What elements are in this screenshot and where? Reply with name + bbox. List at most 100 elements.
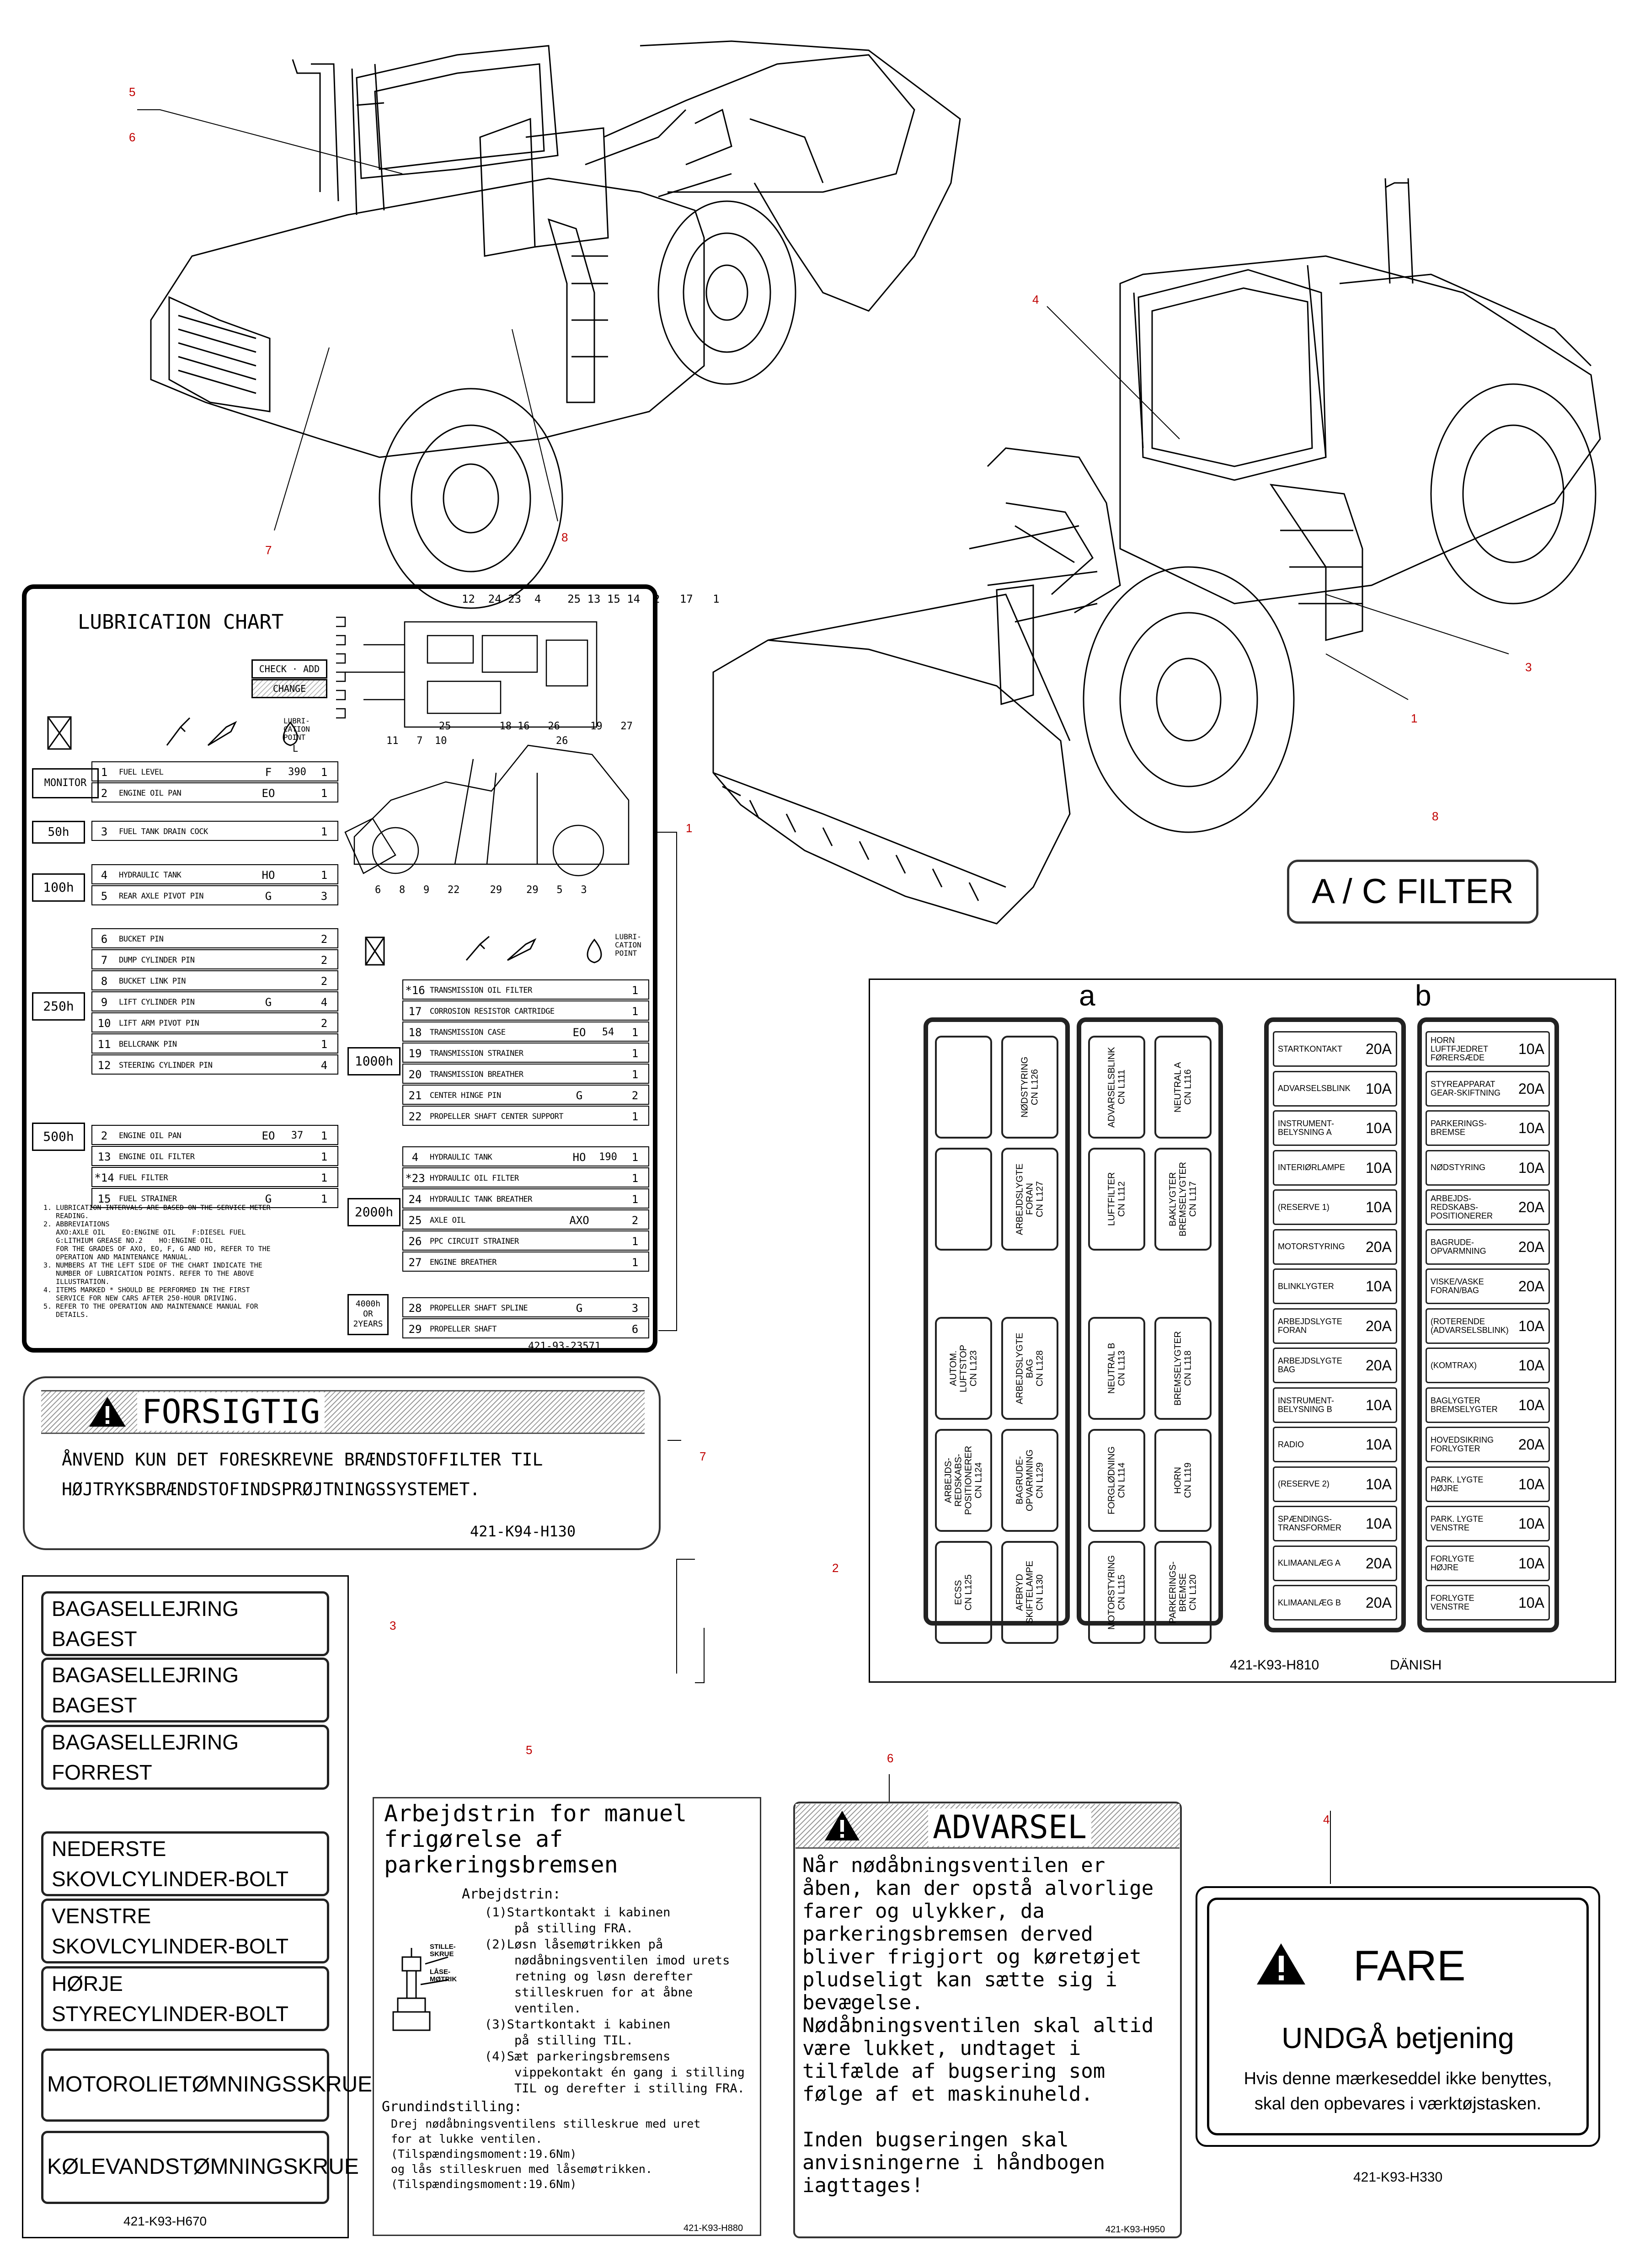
grease-part-no: 421-K93-H670	[123, 2214, 207, 2228]
relay-slot: ARBEJDSLYGTE FORAN CN L127	[1001, 1148, 1058, 1251]
lube-row-point: 3	[320, 890, 328, 903]
diagram-low-numbers: 11 7 10 26	[386, 735, 568, 747]
brake-part-no: 421-K93-H880	[684, 2223, 743, 2233]
fuse-amp: 10A	[1518, 1515, 1544, 1532]
fare-inner-border	[1207, 1898, 1589, 2135]
lube-row-number: 18	[408, 1026, 422, 1039]
interval-250h: 250h	[32, 992, 85, 1021]
fuse-name: ARBEJDS- REDSKABS- POSITIONERER	[1431, 1193, 1493, 1220]
relay-slot: ARBEJDS- REDSKABS- POSITIONERER CN L124	[935, 1429, 992, 1532]
fuse-name: RADIO	[1278, 1439, 1304, 1449]
relay-slot: BAGRUDE- OPVARMNING CN L129	[1001, 1429, 1058, 1532]
fare-part-no: 421-K93-H330	[1353, 2170, 1443, 2185]
lube-row-point: 1	[320, 1150, 328, 1163]
fuse-amp: 20A	[1366, 1041, 1392, 1057]
fuse-amp: 10A	[1366, 1159, 1392, 1176]
brake-steps: (1)Startkontakt i kabinen på stilling FR…	[485, 1905, 745, 2096]
fuse-amp: 20A	[1518, 1436, 1544, 1453]
lube-notes: 1. LUBRICATION INTERVALS ARE BASED ON TH…	[43, 1204, 271, 1319]
lube-row-name: TRANSMISSION BREATHER	[430, 1070, 523, 1079]
lube-row-name: HYDRAULIC TANK	[430, 1153, 492, 1162]
relay-slot: AFBRYD SKIFTELAMPE CN L130	[1001, 1541, 1058, 1644]
lube-col-l: L	[293, 743, 299, 754]
fuse-block-a1	[924, 1017, 1070, 1626]
relay-label: BREMSELYGTER CN L118	[1173, 1331, 1193, 1406]
relay-slot: FORGLØDNING CN L114	[1088, 1429, 1145, 1532]
advarsel-label	[793, 1802, 1182, 2238]
fuse-amp: 10A	[1366, 1396, 1392, 1413]
grease-labels-sheet	[22, 1575, 349, 2238]
relay-label: ECSS CN L125	[953, 1574, 974, 1610]
relay-label: FORGLØDNING CN L114	[1106, 1446, 1127, 1514]
lube-row-code: EO	[572, 1026, 586, 1039]
fuse-name: (RESERVE 1)	[1278, 1202, 1330, 1212]
laase-label: LÅSE- MØTRIK	[430, 1968, 457, 1983]
fuse-name: PARK. LYGTE HØJRE	[1431, 1475, 1484, 1493]
callout-1-lube: 1	[686, 821, 693, 835]
lube-row-number: 26	[408, 1235, 422, 1248]
fuse-name: BAGRUDE- OPVARMNING	[1431, 1237, 1486, 1256]
lube-row-name: HYDRAULIC TANK BREATHER	[430, 1195, 532, 1204]
leader-lines	[137, 109, 1509, 1884]
lube-row-qty: 37	[291, 1130, 304, 1141]
fuse-label-b: b	[1415, 979, 1431, 1012]
callout-8-top: 8	[561, 530, 568, 544]
fuse-name: ARBEJDSLYGTE FORAN	[1278, 1316, 1342, 1335]
loader-rear-view	[150, 40, 961, 609]
lube-row-point: 2	[631, 1089, 639, 1102]
fuse-amp: 10A	[1366, 1120, 1392, 1136]
fuse-amp: 20A	[1366, 1317, 1392, 1334]
lube-row-number: 2	[101, 1129, 108, 1142]
lube-row-code: HO	[572, 1151, 586, 1164]
parking-brake-label	[373, 1797, 761, 2236]
fuse-name: BAGLYGTER BREMSELYGTER	[1431, 1396, 1498, 1414]
lube-row-point: 1	[320, 869, 328, 882]
relay-label: AFBRYD SKIFTELAMPE CN L130	[1015, 1561, 1045, 1624]
relay-slot: NEUTRAL B CN L113	[1088, 1317, 1145, 1420]
lube-row-name: CORROSION RESISTOR CARTRIDGE	[430, 1007, 555, 1016]
forsigtig-line2: HØJTRYKSBRÆNDSTOFINDSPRØJTNINGSSYSTEMET.	[62, 1479, 481, 1499]
relay-slot	[935, 1036, 992, 1139]
relay-label: NEUTRAL A CN L116	[1173, 1062, 1193, 1113]
lube-row-name: ENGINE BREATHER	[430, 1258, 497, 1267]
fuse-amp: 10A	[1518, 1041, 1544, 1057]
fuse-block-a2	[1077, 1017, 1223, 1626]
diagram-bottom-numbers: 6 8 9 22 29 29 5 3	[375, 884, 587, 896]
lube-row-qty: 54	[602, 1027, 614, 1038]
forsigtig-title-band	[41, 1390, 645, 1434]
forsigtig-label	[23, 1376, 661, 1550]
lube-row-point: 1	[631, 1026, 639, 1039]
fuse-amp: 10A	[1366, 1436, 1392, 1453]
relay-label: NØDSTYRING CN L126	[1020, 1056, 1040, 1118]
brake-title-2: frigørelse af	[384, 1826, 563, 1852]
relay-slot: BAKLYGTER BREMSELYGTER CN L117	[1154, 1148, 1212, 1251]
relay-label: PARKERINGS- BREMSE CN L120	[1168, 1561, 1198, 1624]
fare-label	[1196, 1886, 1600, 2147]
lube-row-number: 29	[408, 1323, 422, 1336]
lube-row-point: 1	[631, 1047, 639, 1060]
relay-label: ARBEJDSLYGTE FORAN CN L127	[1015, 1163, 1045, 1235]
lube-row-number: *14	[94, 1171, 114, 1184]
lube-row-point: 2	[320, 975, 328, 988]
fuse-amp: 20A	[1366, 1555, 1392, 1572]
lube-row-code: G	[576, 1089, 583, 1102]
interval-500h: 500h	[32, 1123, 85, 1151]
lube-row-point: 1	[631, 1151, 639, 1164]
